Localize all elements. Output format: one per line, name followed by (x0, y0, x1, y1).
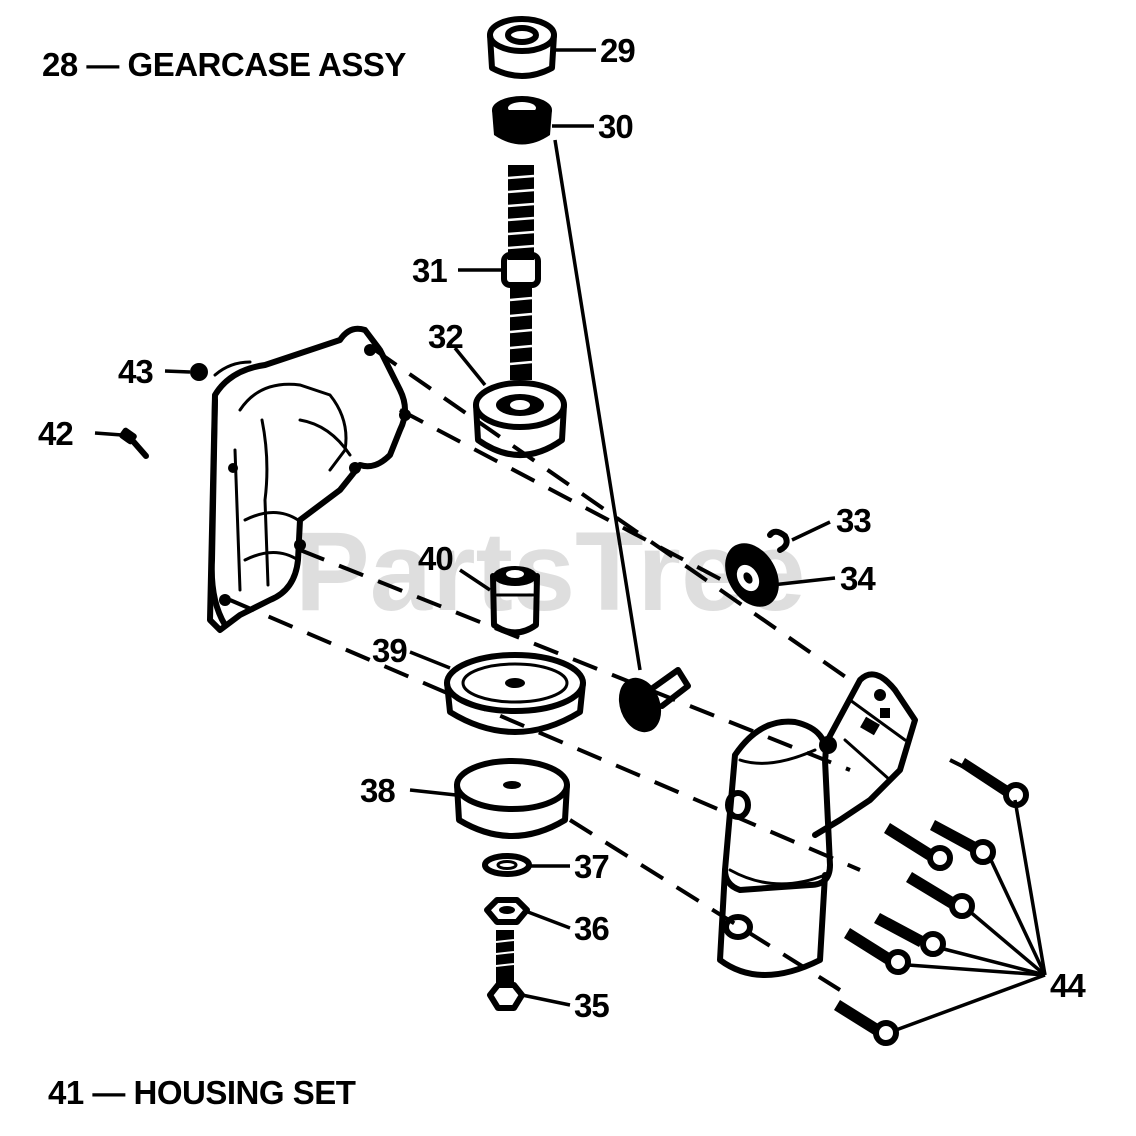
screw-5 (874, 913, 946, 957)
callout-37: 37 (574, 848, 609, 885)
callout-40: 40 (418, 540, 453, 577)
part-40-bushing (490, 566, 540, 636)
screw-1 (960, 758, 1029, 808)
callout-38: 38 (360, 772, 395, 809)
part-39-gear (444, 652, 586, 735)
callout-34: 34 (840, 560, 876, 597)
callout-43: 43 (118, 353, 153, 390)
part-32-bearing (473, 380, 567, 458)
watermark: PartsTree (295, 509, 806, 634)
screw-6 (844, 928, 911, 975)
callout-30: 30 (598, 108, 633, 145)
screw-3 (884, 823, 953, 871)
part-36-nut (484, 897, 530, 925)
part-42-screw (119, 427, 149, 459)
screw-7 (834, 1000, 899, 1046)
part-33-clip (767, 528, 790, 553)
callout-44: 44 (1050, 967, 1086, 1004)
callout-32: 32 (428, 318, 463, 355)
part-30-seal (492, 96, 552, 145)
callout-labels: 29 30 31 32 43 42 33 34 40 39 38 37 36 3… (38, 32, 1087, 1024)
part-35-bolt (487, 930, 525, 1011)
screw-2 (930, 820, 996, 865)
part-29-bearing (487, 16, 557, 79)
part-37-washer (482, 853, 532, 877)
callout-42: 42 (38, 415, 73, 452)
gearcase-assy-title: 28 — GEARCASE ASSY (42, 46, 406, 83)
assembly-guide-lines (229, 139, 1011, 992)
callout-29: 29 (600, 32, 635, 69)
housing-set-title: 41 — HOUSING SET (48, 1074, 356, 1111)
housing-right-half (717, 671, 918, 978)
part-31-shaft (501, 165, 541, 380)
part-43-ball (190, 363, 208, 381)
callout-33: 33 (836, 502, 871, 539)
callout-leaders (94, 48, 1047, 1032)
part-44-screws (834, 758, 1029, 1046)
part-38-cup (454, 758, 570, 839)
part-34-bearing (725, 543, 779, 607)
screw-4 (906, 872, 975, 919)
callout-36: 36 (574, 910, 609, 947)
callout-35: 35 (574, 987, 609, 1024)
callout-31: 31 (412, 252, 447, 289)
callout-39: 39 (372, 632, 407, 669)
pinion-gear (618, 667, 691, 733)
housing-left-half (207, 325, 411, 633)
